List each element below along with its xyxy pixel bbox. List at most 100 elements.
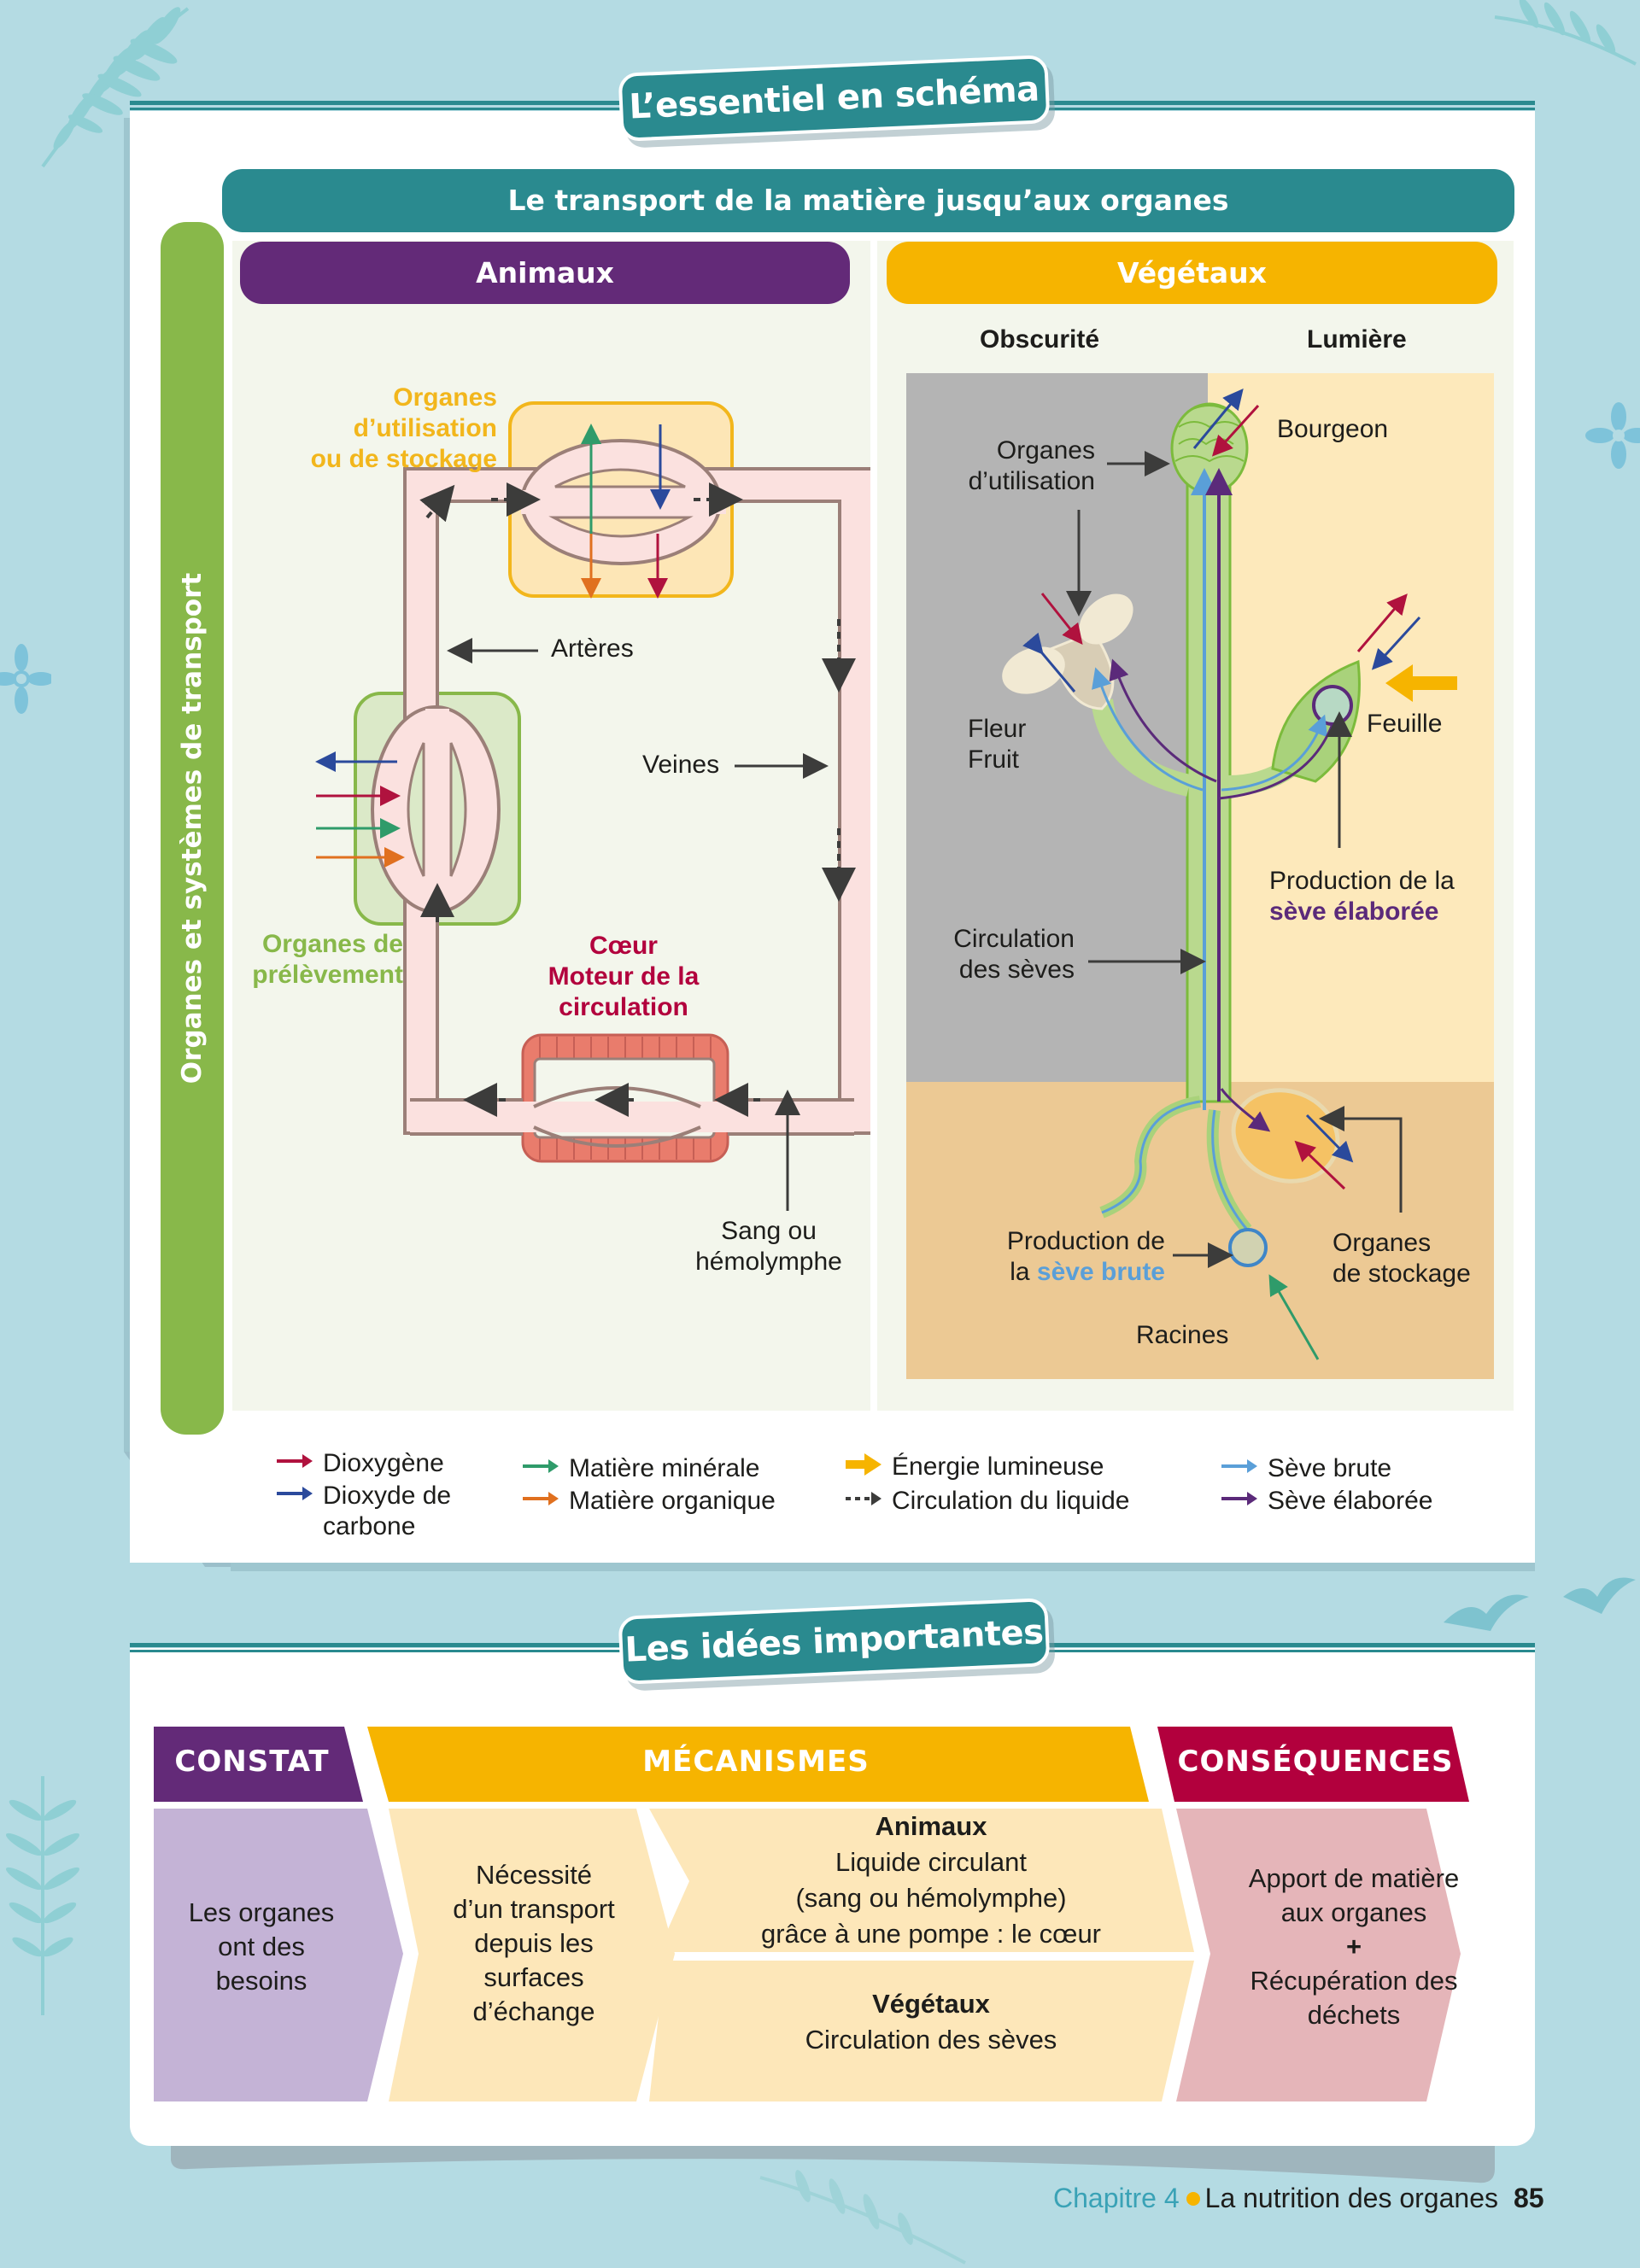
label-flower-fruit: Fleur Fruit — [968, 714, 1026, 775]
animals-mechanism-text: Animaux Liquide circulant (sang ou hémol… — [700, 1809, 1162, 1952]
legend-label: Sève élaborée — [1268, 1487, 1433, 1515]
consequences-header-bg — [1157, 1727, 1469, 1802]
label-line: Fruit — [968, 745, 1019, 774]
text-line: déchets — [1307, 2000, 1401, 2030]
label-line: prélèvement — [252, 961, 403, 989]
text-line: surfaces — [483, 1962, 584, 1992]
bird-decoration-icon — [1444, 1577, 1636, 1631]
ideas-headers-shapes — [154, 1727, 1469, 1802]
constat-text: Les organes ont des besoins — [167, 1896, 355, 1998]
label-line: Organes — [1332, 1229, 1432, 1257]
label-line: Moteur de la — [548, 962, 700, 991]
constat-header: CONSTAT — [174, 1745, 330, 1779]
animals-header: Animaux — [240, 242, 850, 304]
text-line: Liquide circulant — [835, 1847, 1028, 1877]
label-line: de stockage — [1332, 1260, 1471, 1288]
plants-mechanism-title: Végétaux — [872, 1989, 990, 2019]
text-line: d’un transport — [453, 1894, 615, 1924]
dashed-arrow-icon — [846, 1492, 882, 1505]
bullet-dot-icon — [1186, 2191, 1200, 2206]
fern-decoration-icon — [6, 1776, 79, 2015]
text-line: grâce à une pompe : le cœur — [760, 1919, 1102, 1949]
chapter-title: La nutrition des organes — [1204, 2183, 1498, 2213]
legend-item-oxygen: Dioxygène — [275, 1448, 444, 1479]
main-banner: Le transport de la matière jusqu’aux org… — [222, 169, 1514, 232]
label-elaborated-sap-production: Production de la sève élaborée — [1269, 866, 1455, 927]
light-energy-arrow-icon — [846, 1453, 882, 1476]
label-line: des sèves — [958, 956, 1075, 984]
text-line: (sang ou hémolymphe) — [795, 1883, 1067, 1913]
text-line: depuis les — [474, 1928, 594, 1958]
raw-sap-arrow-icon — [1221, 1459, 1257, 1473]
text-line: ont des — [218, 1932, 305, 1961]
label-line: Organes — [996, 436, 1095, 465]
label-heart: Cœur Moteur de la circulation — [512, 931, 735, 1023]
label-usage-organs: Organes d’utilisation ou de stockage — [256, 383, 497, 475]
label-line: sève brute — [1036, 1258, 1165, 1286]
light-energy-arrow — [1385, 664, 1457, 702]
label-line: sève élaborée — [1269, 897, 1439, 926]
label-plant-usage-organs: Organes d’utilisation — [940, 435, 1095, 497]
label-line: Sang ou — [721, 1217, 817, 1245]
label-roots: Racines — [1136, 1321, 1229, 1349]
label-leaf: Feuille — [1367, 710, 1443, 738]
label-line: circulation — [559, 993, 688, 1021]
label-veins: Veines — [642, 751, 720, 779]
chapter-label: Chapitre 4 — [1053, 2183, 1180, 2213]
label-bud: Bourgeon — [1277, 415, 1389, 443]
text-line: Les organes — [188, 1897, 335, 1927]
text-line: d’échange — [472, 1996, 595, 2026]
label-line: ou de stockage — [310, 445, 497, 473]
text-line: besoins — [215, 1966, 308, 1996]
text-line: + — [1345, 1932, 1362, 1961]
label-sap-circulation: Circulation des sèves — [931, 924, 1075, 985]
label-line: d’utilisation — [353, 414, 497, 442]
text-line: Récupération des — [1250, 1966, 1458, 1996]
fern-decoration-icon — [41, 7, 190, 168]
zone-dark-label: Obscurité — [980, 325, 1100, 354]
fern-decoration-icon — [1494, 0, 1637, 66]
label-raw-sap-production: Production de la sève brute — [987, 1226, 1165, 1288]
dark-zone — [906, 373, 1208, 1082]
side-banner: Organes et systèmes de transport — [161, 222, 224, 1435]
co2-arrow-icon — [277, 1487, 313, 1500]
page-footer: Chapitre 4 La nutrition des organes 85 — [1053, 2183, 1544, 2214]
consequences-text: Apport de matière aux organes + Récupéra… — [1221, 1862, 1486, 2032]
roots-shape — [1099, 1096, 1252, 1234]
label-line: Production de — [1006, 1227, 1165, 1255]
flow-arrow — [419, 484, 455, 523]
organic-arrow-icon — [523, 1492, 559, 1505]
plants-header: Végétaux — [887, 242, 1497, 304]
fern-decoration-icon — [759, 2170, 966, 2265]
label-blood: Sang ou hémolymphe — [675, 1216, 863, 1277]
zone-light-label: Lumière — [1307, 325, 1407, 354]
bud-shape — [1170, 402, 1249, 494]
legend-label: Matière organique — [569, 1487, 776, 1515]
label-line: Production de la — [1269, 867, 1455, 895]
legend-label: Sève brute — [1268, 1454, 1392, 1482]
label-line: Fleur — [968, 715, 1027, 743]
animals-mechanism-cell-bg — [649, 1809, 1194, 1952]
soil-zone — [906, 1082, 1494, 1379]
label-line: Circulation — [953, 925, 1075, 953]
legend-label: Énergie lumineuse — [892, 1453, 1104, 1481]
legend-item-co2: Dioxyde de carbone — [275, 1481, 472, 1542]
text-line: Apport de matière — [1248, 1863, 1460, 1893]
text-line: Circulation des sèves — [805, 2025, 1057, 2055]
label-line: d’utilisation — [968, 467, 1095, 495]
necessity-text: Nécessité d’un transport depuis les surf… — [419, 1858, 649, 2029]
legend-item-organic: Matière organique — [521, 1486, 776, 1517]
plants-mechanism-cell-bg — [649, 1961, 1194, 2101]
mecanismes-header-bg — [367, 1727, 1149, 1802]
mecanismes-header: MÉCANISMES — [642, 1745, 870, 1779]
label-intake-organs: Organes de prélèvement — [231, 929, 403, 991]
constat-cell-bg — [154, 1809, 403, 2101]
legend-item-mineral: Matière minérale — [521, 1453, 759, 1484]
legend-label: Dioxygène — [323, 1449, 444, 1477]
text-line: aux organes — [1280, 1897, 1427, 1927]
legend-item-elaborated-sap: Sève élaborée — [1220, 1486, 1432, 1517]
side-banner-label: Organes et systèmes de transport — [177, 572, 208, 1084]
ideas-body-shapes — [154, 1809, 1461, 2101]
legend-item-light-energy: Énergie lumineuse — [844, 1452, 1104, 1482]
mineral-arrow-icon — [523, 1459, 559, 1473]
